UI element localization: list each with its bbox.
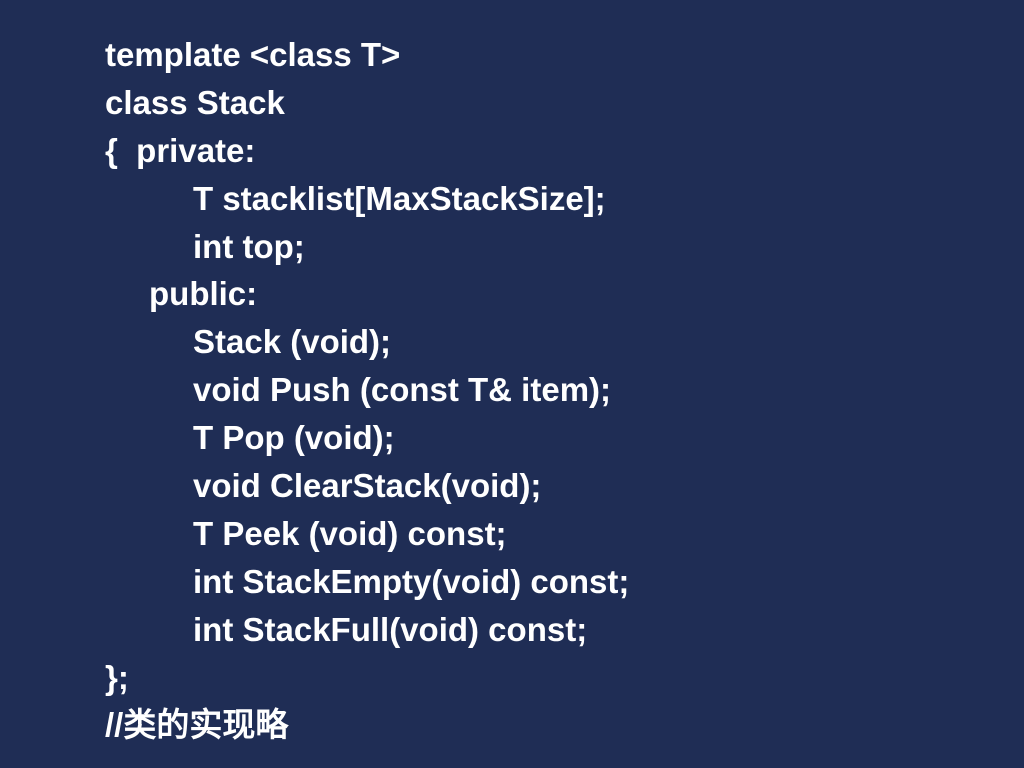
code-line-stacklist-member: T stacklist[MaxStackSize]; (193, 179, 606, 217)
code-line-public-section: public: (149, 275, 258, 313)
code-line-push-method: void Push (const T& item); (193, 371, 612, 409)
code-line-class-end: }; (105, 658, 129, 696)
code-line-stackempty-method: int StackEmpty(void) const; (193, 562, 630, 600)
code-line-class-declaration: class Stack (105, 83, 285, 121)
code-block: template <class T> class Stack { private… (0, 31, 1024, 749)
code-line-clearstack-method: void ClearStack(void); (193, 467, 542, 505)
code-line-private-section: { private: (105, 131, 256, 169)
code-line-stackfull-method: int StackFull(void) const; (193, 610, 588, 648)
code-line-peek-method: T Peek (void) const; (193, 514, 507, 552)
code-line-top-member: int top; (193, 227, 305, 265)
code-line-constructor: Stack (void); (193, 323, 392, 361)
code-line-pop-method: T Pop (void); (193, 419, 395, 457)
code-line-template-declaration: template <class T> (105, 36, 401, 73)
code-line-comment: //类的实现略 (105, 706, 289, 744)
